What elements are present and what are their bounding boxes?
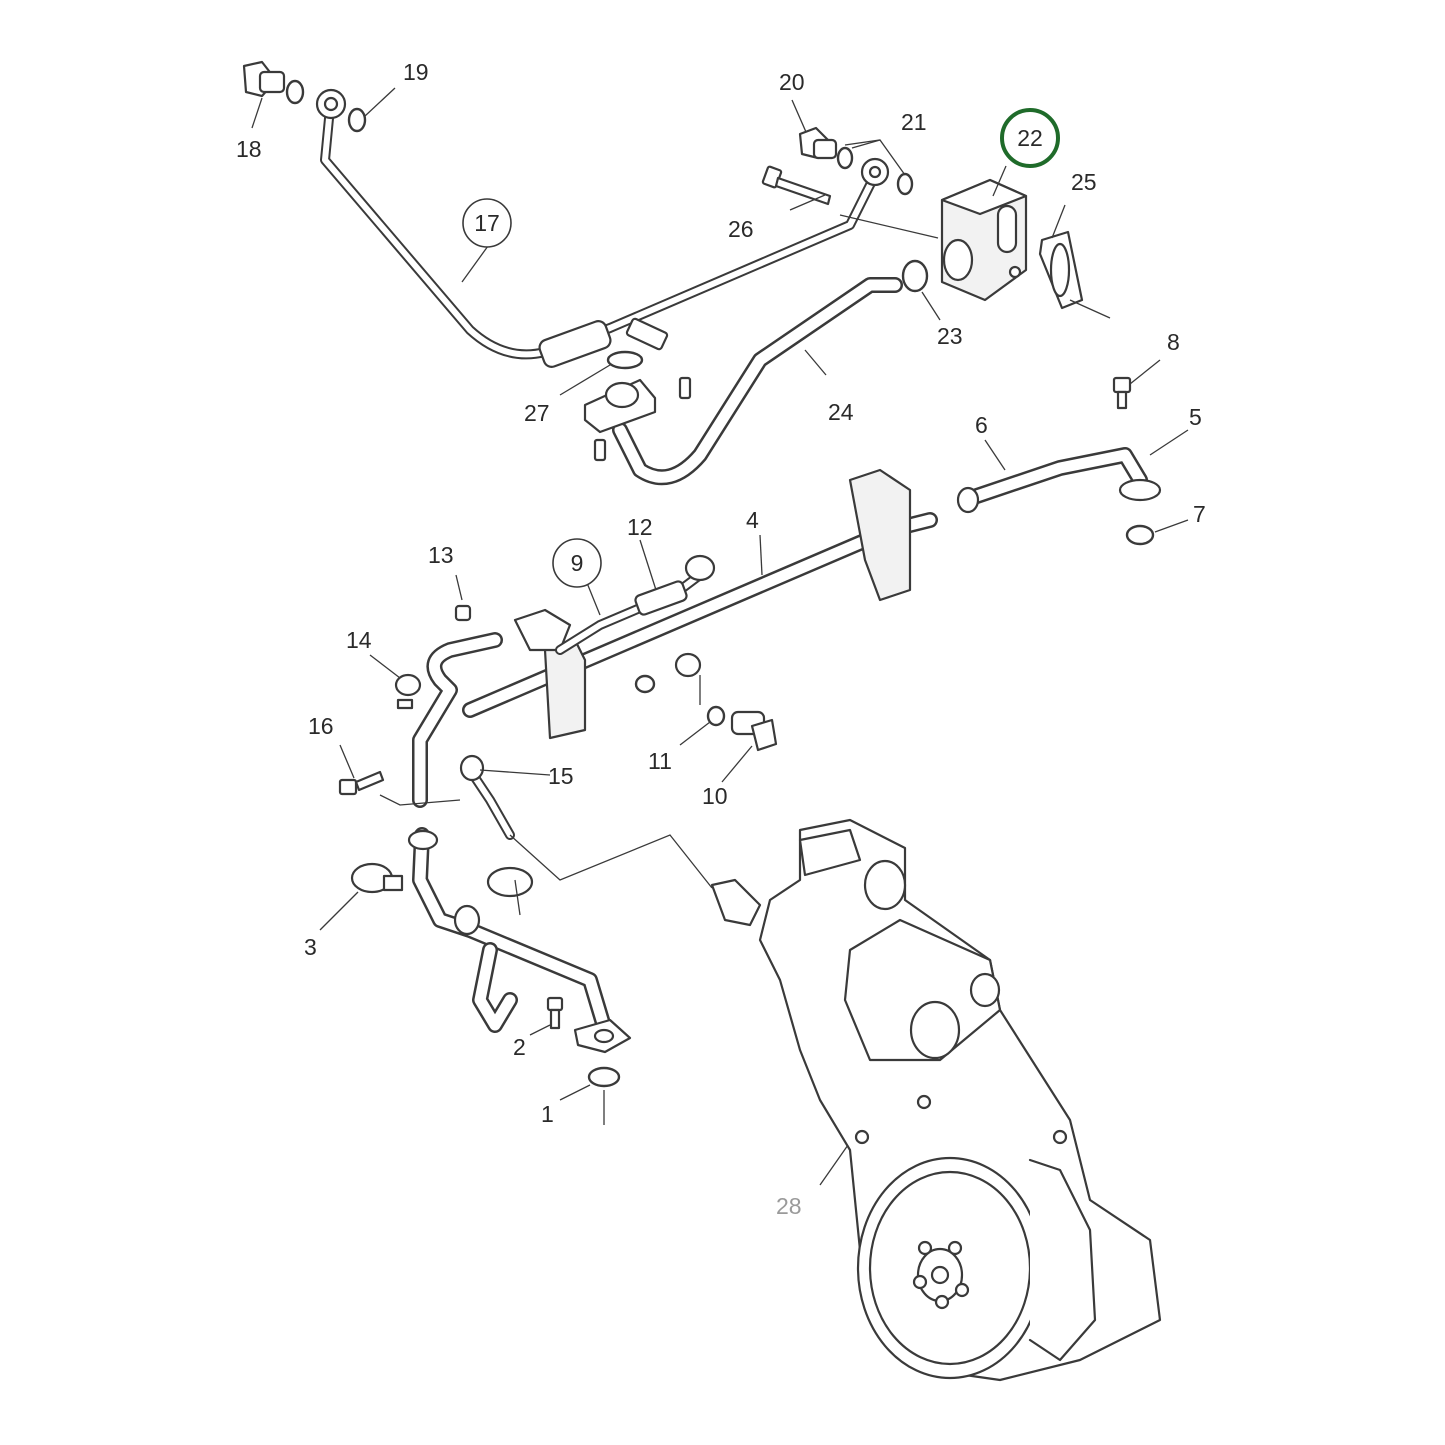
callout-9: 9 <box>571 550 584 576</box>
sealing-ring-21 <box>896 172 914 196</box>
thermostat-housing-22 <box>940 178 1028 302</box>
callout-circle-9 <box>552 538 602 588</box>
sealing-ring <box>634 674 656 694</box>
water-pump-28 <box>710 818 1162 1382</box>
seal-1 <box>587 1066 621 1088</box>
callout-20: 20 <box>779 69 805 95</box>
clamp <box>486 866 534 898</box>
callout-23: 23 <box>937 323 963 349</box>
clamp-14 <box>394 673 422 710</box>
callout-1: 1 <box>541 1101 554 1127</box>
sealing-ring <box>285 79 305 105</box>
callout-28: 28 <box>776 1193 802 1219</box>
sealing-ring-11 <box>706 705 726 727</box>
callout-labels: 1 2 3 4 5 6 7 8 10 11 12 13 14 15 16 18 … <box>236 59 1206 1219</box>
lower-hose <box>407 827 613 1038</box>
bolt-2 <box>546 996 564 1030</box>
callout-16: 16 <box>308 713 334 739</box>
callout-circle-17 <box>462 198 512 248</box>
rail-4 <box>462 468 938 740</box>
leader-lines <box>251 87 1189 1186</box>
hose-12 <box>555 570 705 655</box>
bolt-16 <box>338 770 385 796</box>
sealing-ring-19 <box>347 107 367 133</box>
flange-27 <box>583 317 692 462</box>
pipe-17 <box>315 88 890 368</box>
callout-circle-22-highlighted[interactable] <box>1000 108 1060 168</box>
callout-26: 26 <box>728 216 754 242</box>
callout-27: 27 <box>524 400 550 426</box>
pipe-24 <box>612 277 903 486</box>
callout-10: 10 <box>702 783 728 809</box>
bolt-26 <box>761 165 832 206</box>
callout-11: 11 <box>648 748 672 774</box>
callout-13: 13 <box>428 542 454 568</box>
fitting-5 <box>1118 478 1162 502</box>
callout-25: 25 <box>1071 169 1097 195</box>
callout-14: 14 <box>346 627 372 653</box>
seal-7 <box>1125 524 1155 546</box>
callout-19: 19 <box>403 59 429 85</box>
callout-22[interactable]: 22 <box>1017 125 1043 151</box>
callout-3: 3 <box>304 934 317 960</box>
callout-21: 21 <box>901 109 927 135</box>
banjo-fitting <box>674 554 716 678</box>
cap-13 <box>454 604 472 622</box>
gasket-25 <box>1038 230 1084 310</box>
callout-15: 15 <box>548 763 574 789</box>
callout-2: 2 <box>513 1034 526 1060</box>
callout-7: 7 <box>1193 501 1206 527</box>
banjo-bolt-20 <box>798 126 838 160</box>
bolt-8 <box>1112 376 1132 410</box>
callout-17: 17 <box>474 210 500 236</box>
flange <box>573 1018 632 1054</box>
callout-5: 5 <box>1189 404 1202 430</box>
hose-6 <box>956 447 1148 514</box>
plug-10 <box>730 710 778 752</box>
o-ring-23 <box>901 259 929 293</box>
callout-12: 12 <box>627 514 653 540</box>
hose-assembly-15 <box>412 632 515 840</box>
callout-24: 24 <box>828 399 854 425</box>
banjo-bolt-18 <box>242 60 286 98</box>
sealing-ring <box>836 146 854 170</box>
callout-18: 18 <box>236 136 262 162</box>
clamp-3 <box>350 862 404 894</box>
callout-6: 6 <box>975 412 988 438</box>
callout-4: 4 <box>746 507 759 533</box>
callout-8: 8 <box>1167 329 1180 355</box>
